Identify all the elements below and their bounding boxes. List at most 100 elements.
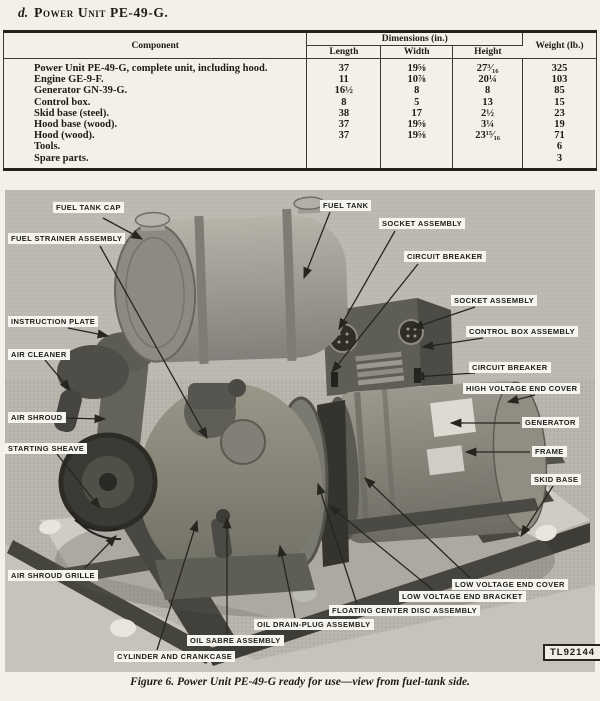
table-row: Spare parts.3 [4,152,597,170]
cell-weight: 85 [522,85,597,97]
cell-weight: 6 [522,141,597,153]
cell-width: 5 [380,96,453,108]
cell-weight: 103 [522,74,597,86]
generator-illustration [325,380,548,544]
cell-length: 11 [306,74,381,86]
cell-weight: 23 [522,107,597,120]
cell-height: 23¹⁵⁄₁₆ [452,130,523,142]
callout-floating-center-disc-assembly: FLOATING CENTER DISC ASSEMBLY [329,605,481,617]
cell-width: 10⅞ [380,74,453,86]
cell-weight: 3 [522,152,597,170]
callout-oil-sabre-assembly: OIL SABRE ASSEMBLY [187,635,284,647]
heading-letter: d. [18,5,29,20]
callout-socket-assembly-2: SOCKET ASSEMBLY [451,295,538,307]
table-row: Tools. 6 [4,141,597,153]
cell-component: Hood (wood). [34,130,95,142]
callout-fuel-tank: FUEL TANK [320,200,372,212]
socket-2-illustration [398,319,424,345]
cell-length: 38 [306,107,381,120]
col-header-component: Component [3,31,307,59]
cell-width: 19⅝ [380,119,453,131]
cell-length: 37 [306,119,381,131]
cell-height [452,152,523,170]
cell-height: 3¼ [452,119,523,131]
callout-circuit-breaker-1: CIRCUIT BREAKER [404,251,486,263]
cell-component: Generator GN-39-G. [34,85,128,97]
callout-frame: FRAME [532,446,567,458]
cell-component: Hood base (wood). [34,119,118,131]
col-header-width: Width [380,45,453,59]
callout-fuel-tank-cap: FUEL TANK CAP [53,202,124,214]
fuel-tank-cap-illustration [134,211,171,228]
col-header-weight: Weight (lb.) [522,31,597,59]
callout-high-voltage-end-cover: HIGH VOLTAGE END COVER [463,383,581,395]
carburetor-illustration [188,383,236,409]
cell-component: Skid base (steel). [34,107,109,119]
cell-weight: 325 [522,58,597,75]
cell-width [380,141,453,153]
frame-illustration [335,498,539,536]
callout-instruction-plate: INSTRUCTION PLATE [8,316,99,328]
engine-illustration [54,332,349,600]
cell-length: 37 [306,130,381,142]
callout-oil-drain-plug-assembly: OIL DRAIN-PLUG ASSEMBLY [254,619,374,631]
col-header-height: Height [452,45,523,59]
figure-caption: Figure 6. Power Unit PE-49-G ready for u… [130,676,470,688]
cell-height: 8 [452,85,523,97]
col-header-dimensions: Dimensions (in.) [306,31,524,46]
dimensions-table: Component Dimensions (in.) Weight (lb.) … [3,30,597,171]
callout-control-box-assembly: CONTROL BOX ASSEMBLY [466,326,579,338]
callout-air-shroud-grille: AIR SHROUD GRILLE [8,570,98,582]
cell-length [306,141,381,153]
callout-cylinder-and-crankcase: CYLINDER AND CRANKCASE [114,651,236,663]
cell-length [306,152,381,170]
callout-skid-base: SKID BASE [531,474,582,486]
col-header-length: Length [306,45,382,59]
callout-low-voltage-end-cover: LOW VOLTAGE END COVER [452,579,568,591]
callout-air-shroud: AIR SHROUD [8,412,66,424]
cell-component: Tools. [34,141,61,153]
cell-length: 8 [306,96,381,108]
cell-width [380,152,453,170]
breaker-1-illustration [331,372,338,387]
cell-height: 27³⁄₁₆ [452,58,523,75]
cell-component: Control box. [34,96,91,108]
breaker-2-illustration [414,368,421,383]
cell-height: 2½ [452,107,523,120]
cell-height: 13 [452,96,523,108]
cell-width: 19⅝ [380,58,453,75]
cell-width: 17 [380,107,453,120]
photo-id-stamp: TL92144 [543,644,600,662]
power-unit-illustration [5,190,595,672]
leader-lines [44,211,554,651]
cell-component: Engine GE-9-F. [34,74,104,86]
cell-width: 19⅝ [380,130,453,142]
heading-text: Power Unit PE-49-G. [34,5,169,20]
cell-height [452,141,523,153]
louver-vent-illustration [355,351,405,386]
page-title: d. Power Unit PE-49-G. [18,5,168,21]
callout-starting-sheave: STARTING SHEAVE [5,443,88,455]
cell-width: 8 [380,85,453,97]
fuel-tank-illustration [113,196,348,365]
callout-socket-assembly-1: SOCKET ASSEMBLY [379,218,466,230]
air-cleaner-illustration [57,345,129,399]
cell-weight: 19 [522,119,597,131]
cell-component: Power Unit PE-49-G, complete unit, inclu… [34,63,268,74]
callout-circuit-breaker-2: CIRCUIT BREAKER [469,362,551,374]
callout-low-voltage-end-bracket: LOW VOLTAGE END BRACKET [399,591,526,603]
cell-weight: 15 [522,96,597,108]
cylinder-crankcase-illustration [138,383,322,587]
cell-length: 16½ [306,85,381,97]
table-row: Power Unit PE-49-G, complete unit, inclu… [4,58,597,75]
cell-length: 37 [306,58,381,75]
callout-fuel-strainer-assembly: FUEL STRAINER ASSEMBLY [8,233,126,245]
callout-generator: GENERATOR [522,417,579,429]
